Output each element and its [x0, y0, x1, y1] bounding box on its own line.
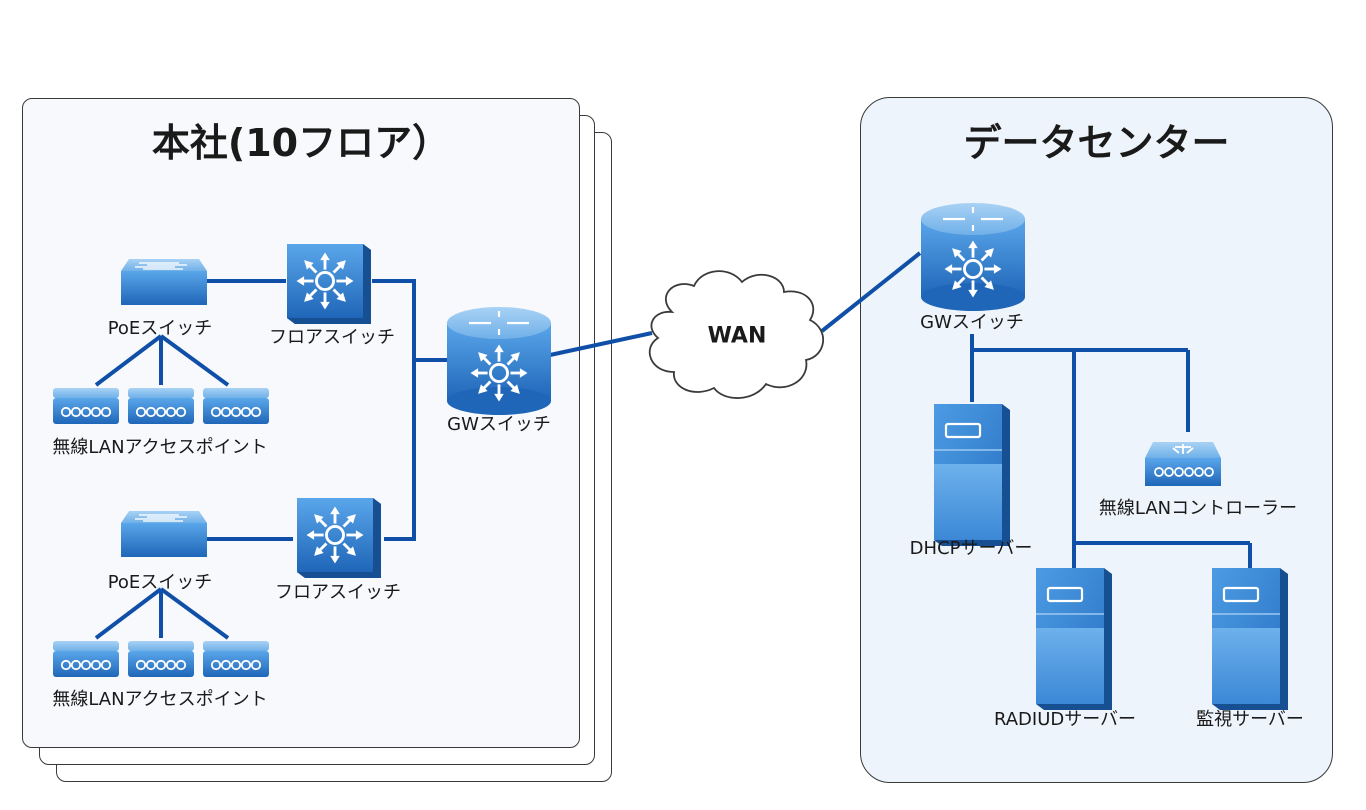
monitor-server-label: 監視サーバー: [1196, 709, 1304, 730]
wireless-lan-controller-icon: [1144, 441, 1222, 487]
link-wan-dcgw: [820, 251, 922, 333]
floor-switch-label: フロアスイッチ: [269, 327, 395, 348]
radius-server-icon: [1034, 566, 1114, 712]
links: [94, 251, 1252, 640]
wlc-label: 無線LANコントローラー: [1098, 498, 1298, 519]
gw-switch-icon: [447, 307, 551, 415]
poe-switch-label: PoEスイッチ: [107, 318, 213, 339]
wan-label: WAN: [707, 323, 767, 349]
monitor-server-icon: [1210, 566, 1290, 712]
dhcp-server-icon: [932, 402, 1012, 548]
link-poe2-ap3: [159, 587, 230, 640]
link-poe1-ap1: [94, 334, 163, 387]
access-point-icon: [52, 387, 120, 425]
access-point-label: 無線LANアクセスポイント: [52, 437, 268, 458]
hq-title: 本社(10フロア）: [151, 121, 451, 165]
link-poe1-ap3: [159, 334, 230, 387]
dhcp-server-label: DHCPサーバー: [909, 538, 1033, 559]
wan-cloud-icon: [648, 270, 825, 399]
dc-gw-switch-label: GWスイッチ: [920, 312, 1024, 333]
radius-server-label: RADIUDサーバー: [993, 709, 1137, 730]
datacenter-title: データセンター: [963, 121, 1230, 165]
access-point-icon: [127, 387, 195, 425]
access-point-icon: [127, 640, 195, 678]
floor-switch-label: フロアスイッチ: [275, 582, 401, 603]
access-point-icon: [202, 387, 270, 425]
link-poe2-ap1: [94, 587, 163, 640]
poe-switch-label: PoEスイッチ: [107, 572, 213, 593]
access-point-label: 無線LANアクセスポイント: [52, 689, 268, 710]
hq-gw-switch-label: GWスイッチ: [447, 414, 551, 435]
floor-switch-icon: [297, 498, 381, 578]
floor-switch-icon: [287, 244, 371, 324]
access-point-icon: [202, 640, 270, 678]
poe-switch-icon: [120, 258, 208, 306]
access-point-icon: [52, 640, 120, 678]
link-hqgw-wan: [549, 331, 653, 357]
poe-switch-icon: [120, 510, 208, 558]
gw-switch-icon: [921, 203, 1025, 311]
link-floors-trunk: [372, 279, 416, 541]
